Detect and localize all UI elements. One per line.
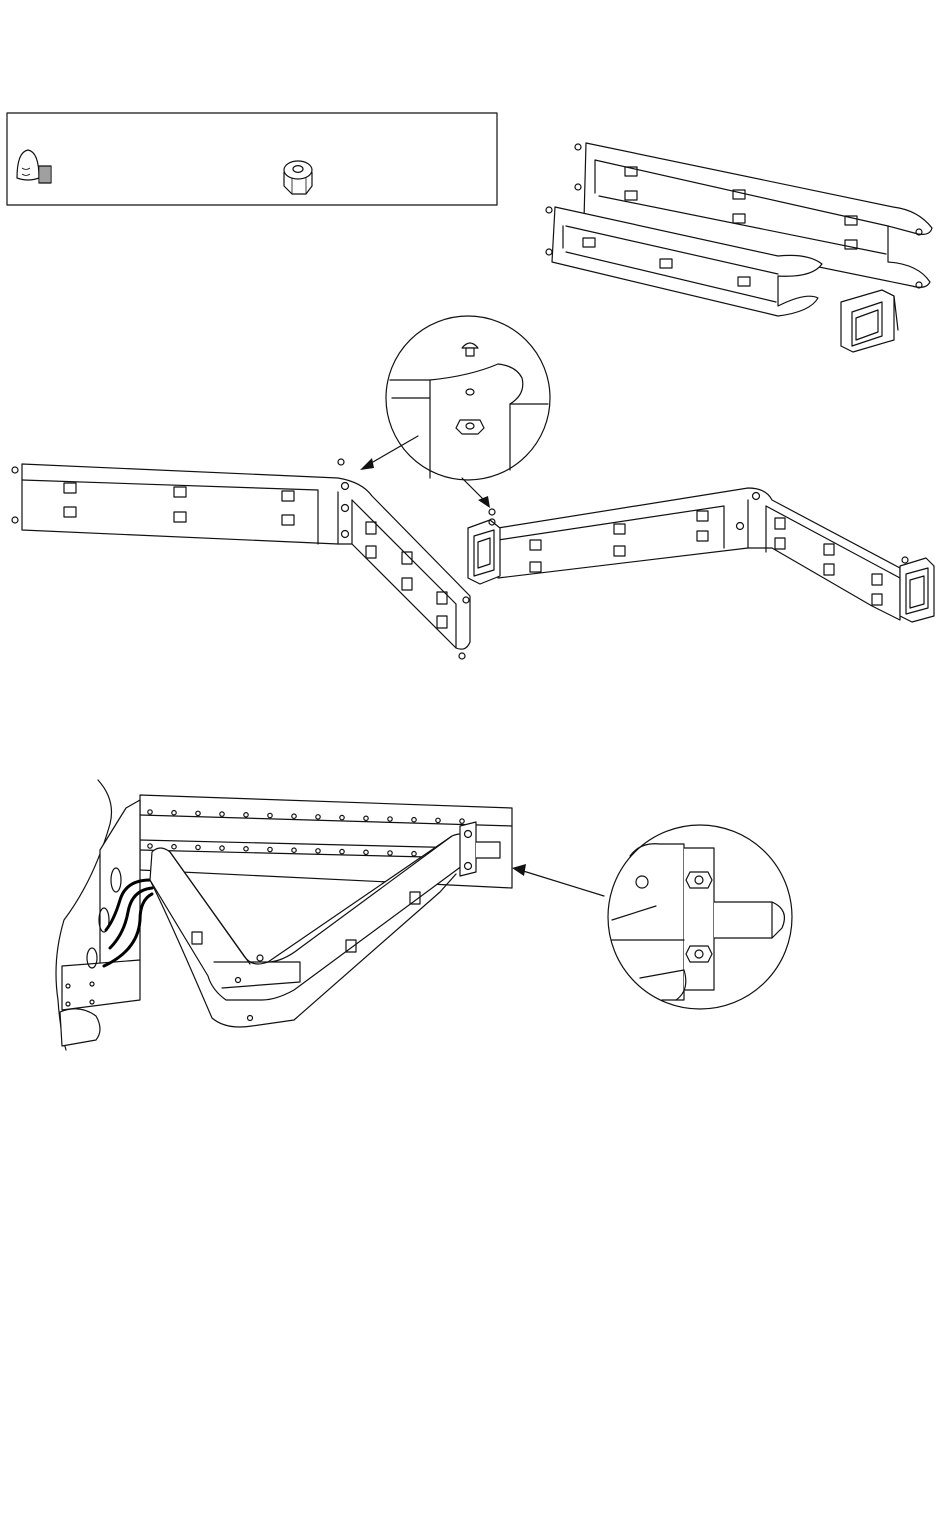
arrow-head-3 bbox=[512, 864, 526, 876]
frame-assembly bbox=[12, 316, 934, 659]
hardware-box bbox=[7, 113, 497, 205]
bolt-icon bbox=[17, 150, 51, 183]
bolt-callout-icon-2 bbox=[489, 509, 495, 515]
end-bracket-part bbox=[841, 290, 898, 352]
hardware-box-frame bbox=[7, 113, 497, 205]
right-rail-assembly bbox=[468, 488, 934, 622]
bolt-callout-icon bbox=[338, 459, 344, 465]
hex-nut-icon bbox=[284, 161, 312, 194]
detail-magnifier-1 bbox=[360, 316, 550, 508]
arrow-head-2 bbox=[478, 496, 490, 508]
unassembled-parts bbox=[546, 143, 932, 352]
arrow-head bbox=[360, 458, 374, 470]
mounting-detail bbox=[56, 780, 792, 1050]
detail-magnifier-2 bbox=[512, 825, 792, 1009]
side-panel bbox=[60, 800, 140, 1046]
callout-arrow-3 bbox=[520, 870, 604, 896]
left-rail-assembly bbox=[12, 459, 470, 659]
